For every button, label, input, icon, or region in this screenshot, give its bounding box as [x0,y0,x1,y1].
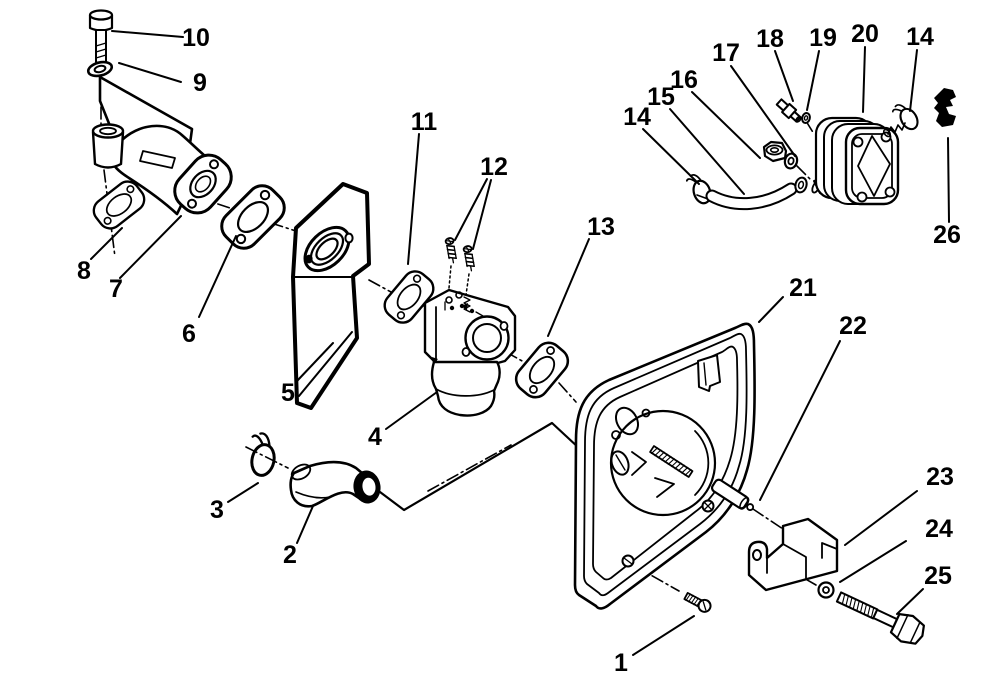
leader-line-12 [472,179,492,250]
part-21-mounting-plate [573,322,756,610]
leader-line-11 [407,133,420,265]
callout-label-16: 16 [670,66,698,94]
leader-line-8 [90,227,123,260]
part-14-hose-clamp-right [889,98,923,135]
leader-line-15 [669,108,745,195]
leader-line-16 [691,91,761,159]
fuel-pump-outlet-spring [882,122,906,138]
part-20-fuel-pump [794,116,906,206]
part-2-fuel-elbow [289,460,381,508]
part-23-bracket [747,517,839,592]
part-7-intake-elbow [91,75,233,216]
part-12-screw-a [444,236,459,265]
callout-label-10: 10 [182,24,210,52]
callout-label-2: 2 [283,541,297,569]
part-4-carburetor [423,288,517,417]
callout-label-9: 9 [193,69,207,97]
callout-label-5: 5 [281,379,295,407]
callout-label-25: 25 [924,562,952,590]
part-24-washer [817,581,835,599]
leader-line-19 [806,50,820,111]
callout-label-1: 1 [614,649,628,677]
part-22-stud [649,445,755,511]
leader-line-2 [296,505,314,544]
part-16-nut [762,140,788,163]
leader-line-7 [119,215,182,279]
leader-line-6 [198,235,237,318]
callout-label-6: 6 [182,320,196,348]
leader-line-10 [111,30,184,38]
connector-line [378,421,582,512]
callout-label-26: 26 [933,221,961,249]
callout-label-24: 24 [925,515,953,543]
leader-line-25 [896,588,924,615]
leader-line-20 [862,46,866,113]
leader-line-4 [385,391,438,430]
callout-label-23: 23 [926,463,954,491]
callout-label-7: 7 [109,275,123,303]
callout-label-21: 21 [789,274,817,302]
leader-line-23 [844,490,918,546]
part-18-fitting [775,98,802,123]
callout-label-22: 22 [839,312,867,340]
callout-label-11: 11 [411,108,438,136]
callout-label-19: 19 [809,24,837,52]
part-25-hex-bolt [835,591,925,645]
leader-line-21 [758,296,784,323]
callout-label-20: 20 [851,20,879,48]
callout-label-18: 18 [756,25,784,53]
part-12-screws [444,236,477,296]
callout-label-14: 14 [623,103,651,131]
part-9-washer [86,60,114,78]
callout-label-17: 17 [712,39,740,67]
part-5-heat-shield [291,182,371,410]
leader-line-17 [730,65,796,157]
leader-line-13 [547,238,590,337]
leader-line-24 [839,540,907,583]
leader-line-1 [632,615,695,656]
part-1-screw [683,592,712,613]
leader-line-5 [296,342,334,382]
leader-line-12 [454,178,488,241]
callout-label-8: 8 [77,257,91,285]
leader-line-9 [118,62,182,83]
leader-line-14 [909,49,918,112]
part-26-clip [934,88,956,127]
callout-label-3: 3 [210,496,224,524]
leader-line-3 [227,482,259,503]
callout-label-13: 13 [587,213,615,241]
callout-label-15: 15 [647,83,675,111]
part-10-hex-bolt [88,9,114,65]
callout-label-4: 4 [368,423,382,451]
callout-label-12: 12 [480,153,508,181]
carburetor-linkage [444,291,484,317]
part-19-washer [801,112,811,124]
leader-line-26 [947,137,950,223]
leader-line-18 [774,50,794,102]
leader-line-14 [642,128,700,185]
part-15-fuel-hose [705,182,798,211]
callout-label-14: 14 [906,23,934,51]
leader-line-22 [759,340,841,501]
part-13-gasket [509,336,575,404]
